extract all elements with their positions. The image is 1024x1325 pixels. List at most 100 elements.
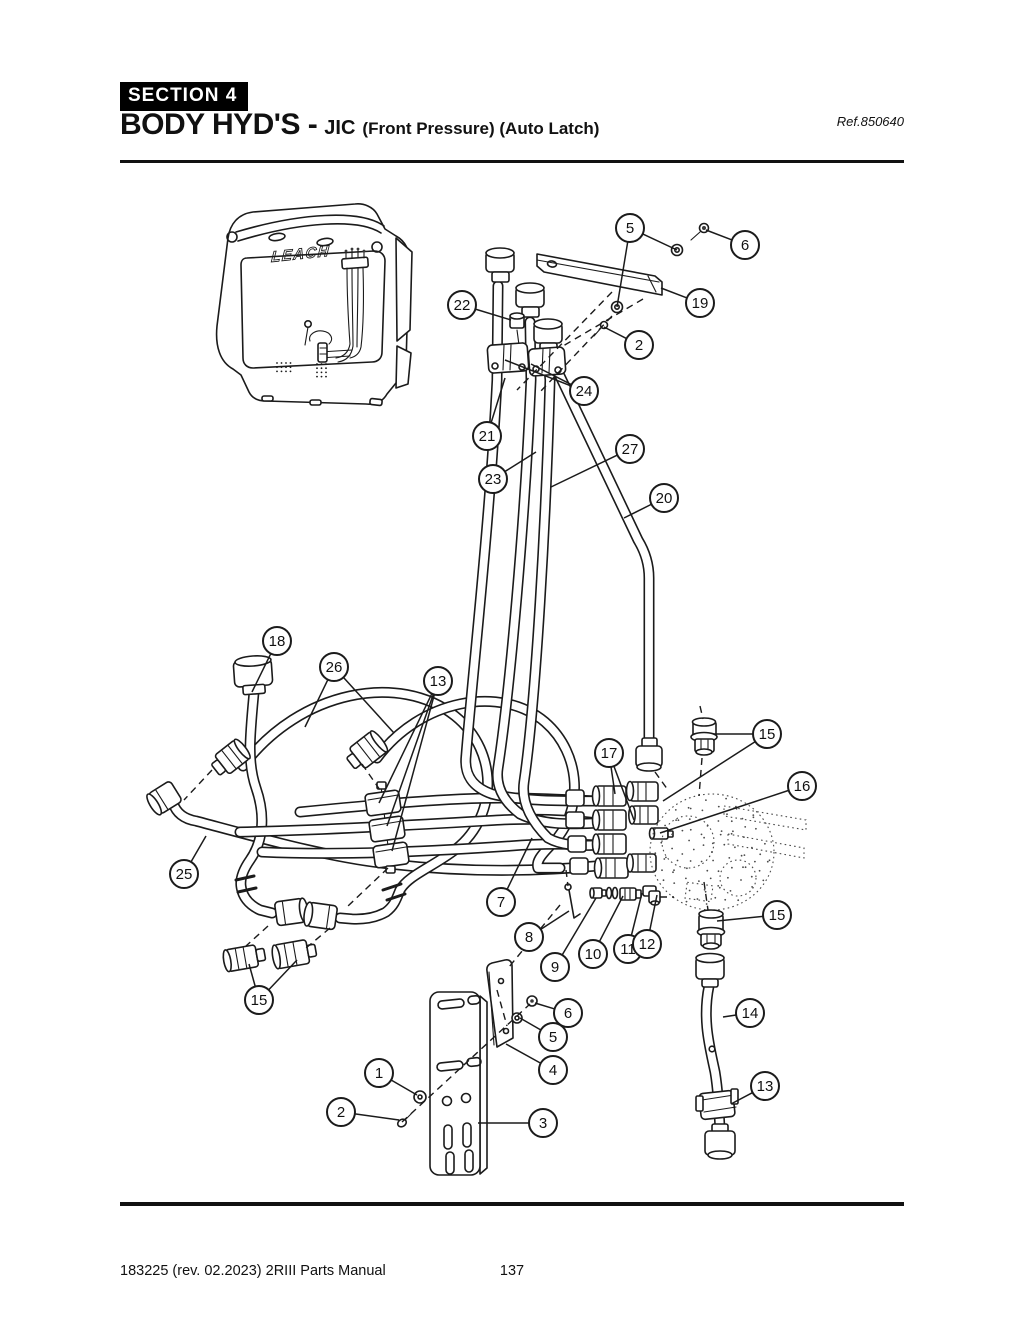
svg-text:27: 27 [622,441,639,458]
section-badge: SECTION 4 [120,82,249,111]
hose-26-loop-right [373,697,579,872]
jic-fitting [625,853,657,873]
clamp-13-lower [695,1088,739,1121]
callout-10: 10 [578,895,624,969]
callout-6: 6 [705,229,760,260]
svg-text:20: 20 [656,490,673,507]
callout-17: 17 [594,738,635,821]
rivet-dots [276,362,327,378]
hose-18-cap [232,655,274,696]
fitting-15-upper [690,717,718,756]
svg-text:9: 9 [551,959,559,976]
svg-text:13: 13 [430,673,447,690]
svg-text:12: 12 [639,936,656,953]
bolt-22 [509,312,525,346]
ghost-manifold [649,793,807,911]
hose-end-cap [303,901,338,931]
washers-10 [605,886,619,900]
svg-text:26: 26 [326,659,343,676]
svg-text:22: 22 [454,297,471,314]
tube-cap [515,282,545,318]
callout-15: 15 [662,719,782,802]
bracket-plate-3 [429,991,481,1176]
header-rule [120,160,904,163]
svg-text:14: 14 [742,1005,759,1022]
hose-end-caps [146,655,389,931]
svg-text:16: 16 [794,778,811,795]
page-title-sub: JIC [324,117,356,139]
hose-26-fitting [346,730,389,770]
callout-7: 7 [486,837,533,917]
jic-fitting [593,857,629,879]
svg-text:3: 3 [539,1115,547,1132]
callout-6: 6 [534,998,583,1028]
hose-14-nub [708,1045,716,1053]
svg-text:18: 18 [269,633,286,650]
bracket-3-assembly [396,959,538,1176]
tube-20-cap [635,737,663,772]
callout-13: 13 [378,666,453,852]
footer-rule [120,1202,904,1206]
footer-page-number: 137 [499,1263,525,1279]
callout-8: 8 [514,910,570,952]
svg-text:6: 6 [564,1005,572,1022]
hose-14-assembly [695,909,739,1160]
callout-15: 15 [244,959,298,1015]
clamp-24 [486,342,530,374]
jic-fitting [591,785,627,807]
svg-text:10: 10 [585,946,602,963]
small-parts-8-12 [564,883,661,919]
svg-text:15: 15 [759,726,776,743]
svg-text:15: 15 [251,992,268,1009]
reference-number: Ref.850640 [836,114,904,129]
footer-document-info: 183225 (rev. 02.2023) 2RIII Parts Manual [120,1263,386,1279]
svg-text:11: 11 [620,941,636,958]
callout-14: 14 [722,998,765,1028]
svg-text:5: 5 [549,1029,557,1046]
bracket-plate-4 [486,959,514,1048]
top-tube-assembly [485,247,567,377]
tube-20 [555,370,653,744]
truck-internal-hydraulics [261,247,383,407]
callout-12: 12 [632,894,662,959]
bracket-hole [546,260,558,268]
fittings-15-pair [222,939,318,973]
svg-text:13: 13 [757,1078,774,1095]
callout-21: 21 [472,377,506,451]
truck-body-illustration: LEACH [215,203,413,407]
callout-5: 5 [519,1017,568,1052]
callout-5: 5 [615,213,678,308]
svg-text:8: 8 [525,929,533,946]
jic-fitting [591,809,627,831]
svg-text:19: 19 [692,295,709,312]
svg-text:2: 2 [635,337,643,354]
screw-1 [413,1090,427,1104]
page-header: BODY HYD'S - JIC (Front Pressure) (Auto … [120,108,904,142]
svg-text:21: 21 [479,428,496,445]
callout-20: 20 [623,483,679,519]
hose-bands [234,874,407,902]
callout-2: 2 [603,326,654,360]
callout-3: 3 [478,1108,558,1138]
tube-cap [485,247,515,283]
fitting-cluster-17 [565,780,674,879]
callout-18: 18 [251,626,292,693]
callout-15: 15 [716,900,792,930]
callout-9: 9 [540,897,597,982]
svg-text:17: 17 [601,745,618,762]
jic-fitting [591,833,627,855]
tube-23 [493,318,602,828]
part-19-channel-bracket [536,253,663,296]
callout-16: 16 [659,771,817,834]
hose-14-cap-top [695,952,725,988]
jic-fitting [627,805,659,825]
clamp-stack-13 [364,781,410,874]
callout-13: 13 [730,1071,780,1105]
union-11 [619,887,642,901]
svg-text:25: 25 [176,866,193,883]
callout-23: 23 [478,451,537,494]
callout-25: 25 [169,835,207,889]
elbow-25-cap [146,781,182,816]
